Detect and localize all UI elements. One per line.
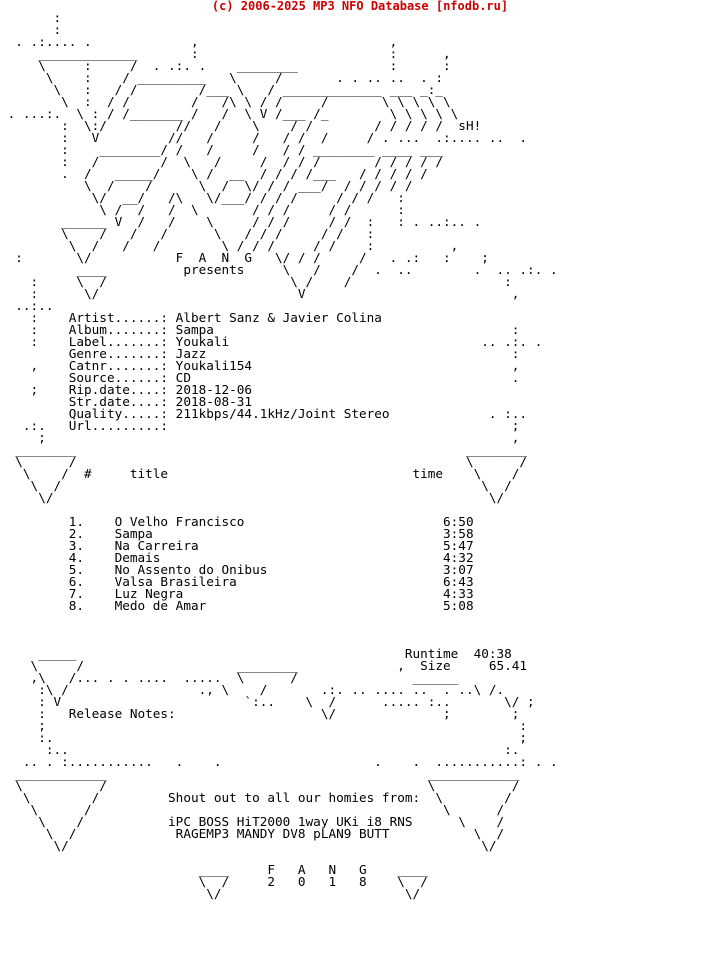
nfo-line: 1. O Velho Francisco 6:50 — [0, 514, 474, 529]
nfo-line: \ / / \ / \/ / / ___/ / / / / / — [0, 178, 413, 193]
nfo-line: : \ / \ / / : — [0, 274, 512, 289]
nfo-line: :\ / ., \ / .:. .. .... .. . ..\ /. — [0, 682, 505, 697]
nfo-line: \ / iPC BOSS HiT2000 1way UKi i8 RNS \ / — [0, 814, 505, 829]
nfo-line: : — [0, 22, 62, 37]
nfo-line: Genre.......: Jazz : — [0, 346, 520, 361]
nfo-line: : V `:.. \ / ..... :.. \/ ; — [0, 694, 535, 709]
nfo-line: : Album.......: Sampa : — [0, 322, 520, 337]
nfo-line: ____ F A N G ____ — [0, 862, 428, 877]
nfo-line: \/ \/ — [0, 490, 505, 505]
nfo-line: ____________ ____________ — [0, 766, 520, 781]
nfo-line: 2. Sampa 3:58 — [0, 526, 474, 541]
nfo-line: \ / \ / — [0, 454, 528, 469]
nfo-line: : Release Notes: \/ ; ; — [0, 706, 520, 721]
nfo-line: ..:.. — [0, 298, 54, 313]
nfo-line: \ : / . .:. . ________ : : — [0, 58, 451, 73]
nfo-line: \/ __/ /\ \/___/ / / / / / / : — [0, 190, 405, 205]
nfo-line: . .:.... . , , — [0, 34, 398, 49]
nfo-line: : ________/ / / / / / ________ ____ ___ — [0, 142, 444, 157]
nfo-line: : V // / / / / / / . ... .:.... .. . — [0, 130, 528, 145]
nfo-line: ,\ /... . . .... ..... \ / ______ — [0, 670, 459, 685]
nfo-line: \ : / / /___ \ / _____________ ___ _:_ — [0, 82, 444, 97]
nfo-line: : Artist......: Albert Sanz & Javier Col… — [0, 310, 382, 325]
nfo-line: ; : — [0, 718, 528, 733]
nfo-line: :. ; — [0, 730, 528, 745]
nfo-line: 8. Medo de Amar 5:08 — [0, 598, 474, 613]
nfo-line: ________ ________ — [0, 442, 528, 457]
nfo-line: \ / Shout out to all our homies from: \ … — [0, 790, 512, 805]
nfo-line: 5. No Assento do Onibus 3:07 — [0, 562, 474, 577]
nfo-line: \ / / / \ / / / / / : — [0, 202, 405, 217]
nfo-line: \/ \/ — [0, 838, 497, 853]
nfo-line: . ...:. \ : / /_______ / / \ V /___ /_ \… — [0, 106, 459, 121]
nfo-line: : Label.......: Youkali .. .:. . — [0, 334, 543, 349]
nfo-line: \ / \ / — [0, 478, 512, 493]
nfo-line: \ / / / \ / / / / / : , — [0, 238, 459, 253]
nfo-line: Source......: CD . — [0, 370, 520, 385]
nfo-line: . / _____/ \ / __ / / / /___ / / / / / — [0, 166, 428, 181]
nfo-text: : : . .:.... . , , _____________ : : , \… — [0, 12, 720, 900]
nfo-line: :.. :. — [0, 742, 520, 757]
nfo-line: \ / RAGEMP3 MANDY DV8 pLAN9 BUTT \ / — [0, 826, 505, 841]
nfo-line: : \/ V , — [0, 286, 520, 301]
nfo-line: : / / \ / / / / / / / / / / — [0, 154, 444, 169]
nfo-line: 7. Luz Negra 4:33 — [0, 586, 474, 601]
nfo-line: 4. Demais 4:32 — [0, 550, 474, 565]
nfo-line: \ / # title time \ / — [0, 466, 520, 481]
nfo-line: \ / / / \ / / / / / : — [0, 226, 375, 241]
nfo-line: _____________ : : , — [0, 46, 451, 61]
nfo-line: ______ V / / \ / / / / / : : . ..:.. . — [0, 214, 482, 229]
nfo-line: ; , — [0, 430, 520, 445]
nfo-line: \ / 2 0 1 8 \ / — [0, 874, 428, 889]
site-header: (c) 2006-2025 MP3 NFO Database [nfodb.ru… — [211, 0, 509, 13]
nfo-line: 3. Na Carreira 5:47 — [0, 538, 474, 553]
nfo-line: .. . :........... . . . . ...........: .… — [0, 754, 558, 769]
nfo-line: Str.date....: 2018-08-31 — [0, 394, 253, 409]
nfo-line: , Catnr.......: Youkali154 , — [0, 358, 520, 373]
nfo-line: : \/ F A N G \/ / / / . .: : ; — [0, 250, 489, 265]
nfo-line: \/ \/ — [0, 886, 421, 900]
nfo-line: \ / ________ , Size 65.41 — [0, 658, 528, 673]
nfo-line: ____ presents \ / / . .. . .. .:. . — [0, 262, 558, 277]
nfo-line: \ : / / / /\ \ / / / \ \ \ \ \ — [0, 94, 451, 109]
nfo-line: \ : / _________ \ / . . .. .. . : — [0, 70, 444, 85]
nfo-line — [0, 624, 720, 636]
nfo-line: _____ Runtime 40:38 — [0, 646, 512, 661]
nfo-line: ; Rip.date....: 2018-12-06 — [0, 382, 253, 397]
nfo-line — [0, 612, 720, 624]
nfo-line: \ / \ / — [0, 802, 505, 817]
nfo-line: Quality.....: 211kbps/44.1kHz/Joint Ster… — [0, 406, 528, 421]
nfo-line: 6. Valsa Brasileira 6:43 — [0, 574, 474, 589]
nfo-line: : \:/ // / \ / / / / / / / sH! — [0, 118, 482, 133]
nfo-line: : — [0, 12, 62, 25]
nfo-line: .:. Url.........: ; — [0, 418, 520, 433]
nfo-line: \ / \ / — [0, 778, 520, 793]
